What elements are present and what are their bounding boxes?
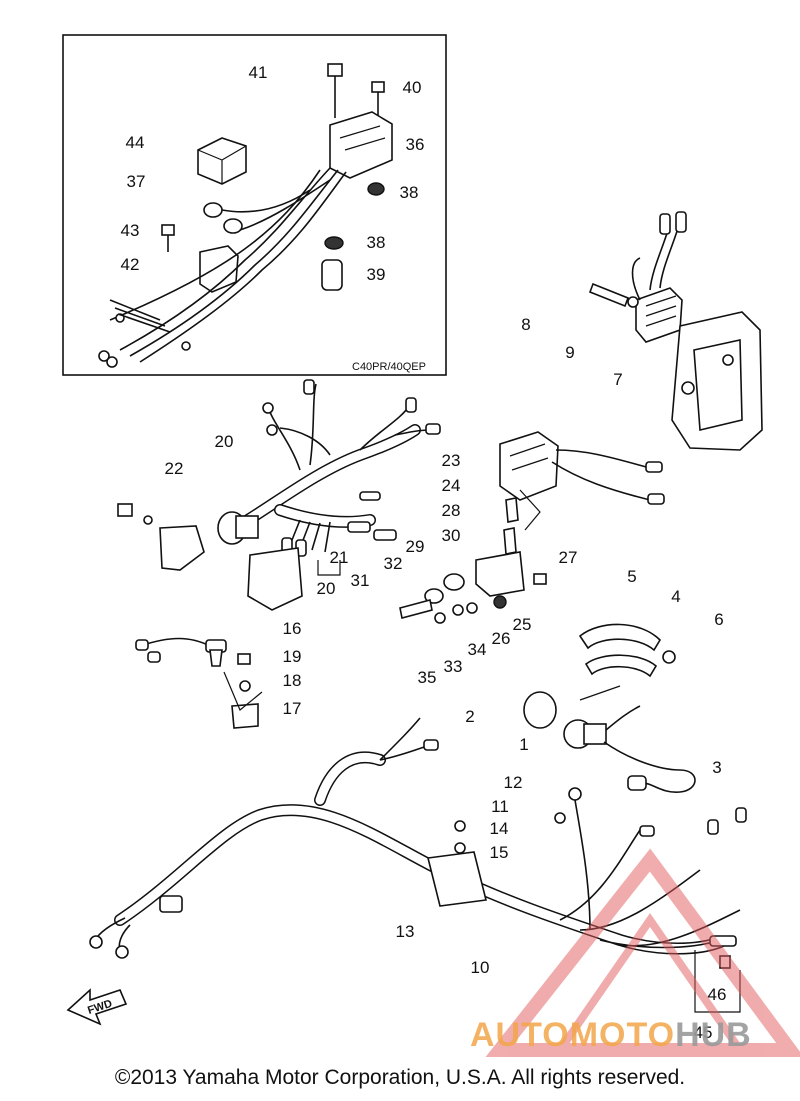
callout-number-3: 3 — [712, 758, 721, 777]
callout-number-12: 12 — [504, 773, 523, 792]
callout-number-22: 22 — [165, 459, 184, 478]
watermark-part2: HUB — [675, 1016, 752, 1054]
callout-number-38: 38 — [367, 233, 386, 252]
callout-number-41: 41 — [249, 63, 268, 82]
callout-number-26: 26 — [492, 629, 511, 648]
watermark-part1: AUTOMOTO — [470, 1016, 676, 1054]
callout-number-30: 30 — [442, 526, 461, 545]
sensor-assembly — [135, 637, 263, 729]
callout-number-32: 32 — [384, 554, 403, 573]
callout-number-39: 39 — [367, 265, 386, 284]
callout-number-38: 38 — [400, 183, 419, 202]
callout-number-34: 34 — [468, 640, 487, 659]
callout-number-9: 9 — [565, 343, 574, 362]
callout-number-25: 25 — [513, 615, 532, 634]
callout-number-15: 15 — [490, 843, 509, 862]
callout-number-4: 4 — [671, 587, 680, 606]
callout-number-24: 24 — [442, 476, 461, 495]
rectifier-assembly — [588, 211, 763, 451]
callout-number-16: 16 — [283, 619, 302, 638]
callout-number-5: 5 — [627, 567, 636, 586]
watermark-text: AUTOMOTOHUB — [470, 1016, 752, 1055]
callout-number-31: 31 — [351, 571, 370, 590]
switch-and-clamp — [523, 623, 696, 793]
callout-number-13: 13 — [396, 922, 415, 941]
callout-number-7: 7 — [613, 370, 622, 389]
callout-number-43: 43 — [121, 221, 140, 240]
inset-parts — [98, 63, 393, 368]
main-harness — [117, 379, 441, 611]
callout-number-45: 45 — [694, 1023, 713, 1042]
callout-number-21: 21 — [330, 548, 349, 567]
inset-model-code: C40PR/40QEP — [352, 361, 426, 373]
callout-number-28: 28 — [442, 501, 461, 520]
callout-number-37: 37 — [127, 172, 146, 191]
callout-number-36: 36 — [406, 135, 425, 154]
starter-relay-assembly — [399, 431, 665, 624]
callout-number-14: 14 — [490, 819, 509, 838]
callout-number-46: 46 — [708, 985, 727, 1004]
callout-number-18: 18 — [283, 671, 302, 690]
callout-number-29: 29 — [406, 537, 425, 556]
callout-number-33: 33 — [444, 657, 463, 676]
watermark-logo — [485, 848, 800, 1057]
callout-number-35: 35 — [418, 668, 437, 687]
callout-number-27: 27 — [559, 548, 578, 567]
callout-number-10: 10 — [471, 958, 490, 977]
callout-number-1: 1 — [519, 735, 528, 754]
callout-number-2: 2 — [465, 707, 474, 726]
callout-number-40: 40 — [403, 78, 422, 97]
fwd-arrow: FWD — [66, 988, 128, 1026]
callout-number-44: 44 — [126, 133, 145, 152]
callout-number-19: 19 — [283, 647, 302, 666]
inset-frame — [62, 34, 447, 376]
copyright-notice: ©2013 Yamaha Motor Corporation, U.S.A. A… — [114, 1066, 686, 1089]
callout-number-20: 20 — [215, 432, 234, 451]
callout-number-17: 17 — [283, 699, 302, 718]
callout-number-42: 42 — [121, 255, 140, 274]
callout-number-11: 11 — [491, 797, 509, 816]
callout-number-23: 23 — [442, 451, 461, 470]
callout-number-8: 8 — [521, 315, 530, 334]
callout-number-20: 20 — [317, 579, 336, 598]
callout-number-6: 6 — [714, 610, 723, 629]
